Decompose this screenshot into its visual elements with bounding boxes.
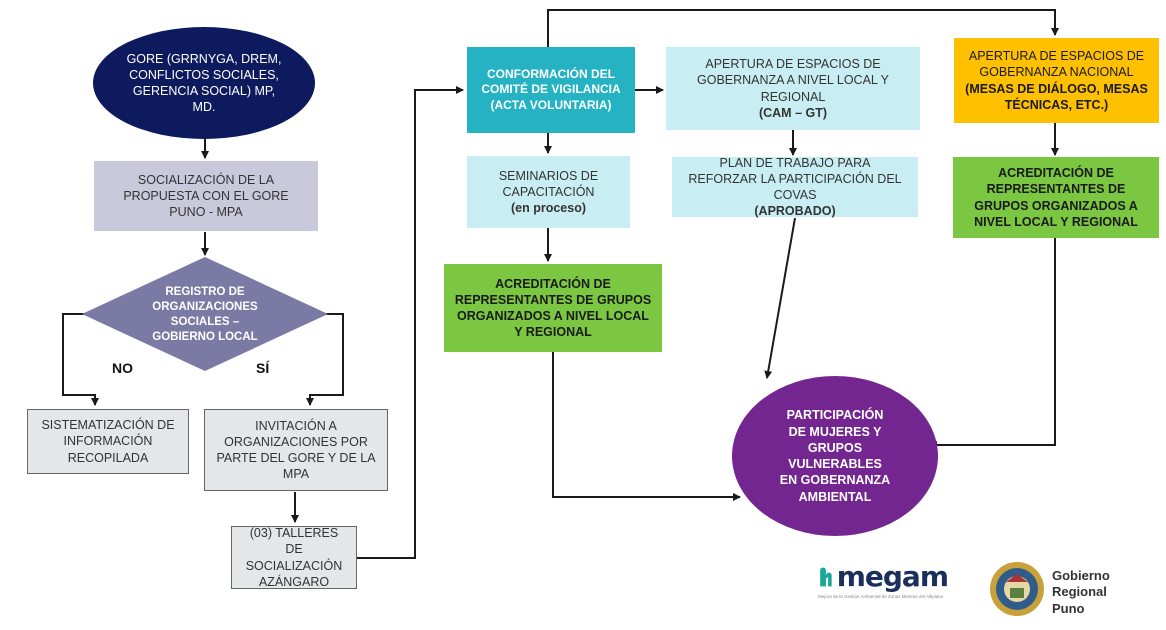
invitacion-text: INVITACIÓN A ORGANIZACIONES POR PARTE DE… xyxy=(216,418,376,482)
sistematizacion-text: SISTEMATIZACIÓN DE INFORMACIÓN RECOPILAD… xyxy=(41,418,175,465)
puno-seal-icon xyxy=(990,562,1044,616)
gore-ellipse: GORE (GRRNyGA, DREM, CONFLICTOS SOCIALES… xyxy=(93,27,315,139)
gore-text: GORE (GRRNyGA, DREM, CONFLICTOS SOCIALES… xyxy=(126,51,282,115)
acred-local-box: ACREDITACIÓN DE REPRESENTANTES DE GRUPOS… xyxy=(444,264,662,352)
edge-registro-no xyxy=(62,313,99,406)
megam-logo: megam Mejora de la Gestión Ambiental de … xyxy=(818,560,949,615)
gobierno-regional-logo: Gobierno Regional Puno xyxy=(988,558,1118,620)
talleres-text: (03) TALLERES DE SOCIALIZACIÓN AZÁNGARO xyxy=(245,526,343,589)
plan-box: PLAN DE TRABAJO PARA REFORZAR LA PARTICI… xyxy=(672,155,918,219)
gobierno-line-2: Regional xyxy=(1052,584,1107,600)
edge-acred-local-to-participacion xyxy=(552,352,741,501)
acred-nacional-box: ACREDITACIÓN DE REPRESENTANTES DE GRUPOS… xyxy=(953,157,1159,238)
talleres-box: (03) TALLERES DE SOCIALIZACIÓN AZÁNGARO xyxy=(231,526,357,589)
registro-diamond xyxy=(82,257,328,371)
acred-nacional-text: ACREDITACIÓN DE REPRESENTANTES DE GRUPOS… xyxy=(974,166,1138,229)
plan-note: (APROBADO) xyxy=(754,204,836,219)
megam-tagline: Mejora de la Gestión Ambiental de Zonas … xyxy=(818,594,944,599)
comite-box: CONFORMACIÓN DEL COMITÉ DE VIGILANCIA (a… xyxy=(467,47,635,133)
apertura-nacional-note: (MESAS DE DIÁLOGO, MESAS TÉCNICAS, ETC.) xyxy=(965,81,1148,112)
edge-registro-si xyxy=(306,313,344,406)
apertura-local-text: APERTURA DE ESPACIOS DE GOBERNANZA A NIV… xyxy=(697,57,889,104)
edge-plan-to-participacion xyxy=(764,217,796,379)
apertura-nacional-box: APERTURA DE ESPACIOS DE GOBERNANZA NACIO… xyxy=(954,38,1159,123)
edge-comite-to-apertura-nacional xyxy=(547,9,1059,47)
plan-text: PLAN DE TRABAJO PARA REFORZAR LA PARTICI… xyxy=(688,155,902,203)
sistematizacion-box: SISTEMATIZACIÓN DE INFORMACIÓN RECOPILAD… xyxy=(27,409,189,474)
apertura-local-box: APERTURA DE ESPACIOS DE GOBERNANZA A NIV… xyxy=(666,47,920,130)
apertura-nacional-text: APERTURA DE ESPACIOS DE GOBERNANZA NACIO… xyxy=(968,49,1145,80)
comite-text: CONFORMACIÓN DEL COMITÉ DE VIGILANCIA (a… xyxy=(481,66,621,112)
seminarios-note: (en proceso) xyxy=(510,201,586,216)
megam-mark-icon xyxy=(820,567,832,586)
gobierno-line-3: Puno xyxy=(1052,600,1085,616)
branch-label-no: NO xyxy=(112,360,133,376)
apertura-local-note: (CAM – GT) xyxy=(758,105,828,120)
participacion-circle: PARTICIPACIÓN DE MUJERES Y GRUPOS VULNER… xyxy=(732,376,938,536)
edge-talleres-to-comite xyxy=(357,86,464,559)
participacion-text: PARTICIPACIÓN DE MUJERES Y GRUPOS VULNER… xyxy=(779,408,891,504)
megam-wordmark: megam xyxy=(836,560,949,593)
acred-local-text: ACREDITACIÓN DE REPRESENTANTES DE GRUPOS… xyxy=(454,276,652,340)
branch-label-si: SÍ xyxy=(256,360,270,376)
seminarios-box: SEMINARIOS DE CAPACITACIÓN (en proceso) xyxy=(467,156,630,228)
edge-acred-nac-to-participacion xyxy=(929,238,1056,449)
socializacion-box: SOCIALIZACIÓN DE LA PROPUESTA CON EL GOR… xyxy=(94,161,318,231)
gobierno-line-1: Gobierno xyxy=(1052,568,1110,583)
seminarios-text: SEMINARIOS DE CAPACITACIÓN xyxy=(498,168,599,199)
registro-text-wrap: REGISTRO DE ORGANIZACIONES SOCIALES – GO… xyxy=(150,270,260,360)
registro-text: REGISTRO DE ORGANIZACIONES SOCIALES – GO… xyxy=(152,286,258,343)
invitacion-box: INVITACIÓN A ORGANIZACIONES POR PARTE DE… xyxy=(204,409,388,491)
socializacion-text: SOCIALIZACIÓN DE LA PROPUESTA CON EL GOR… xyxy=(123,172,289,220)
